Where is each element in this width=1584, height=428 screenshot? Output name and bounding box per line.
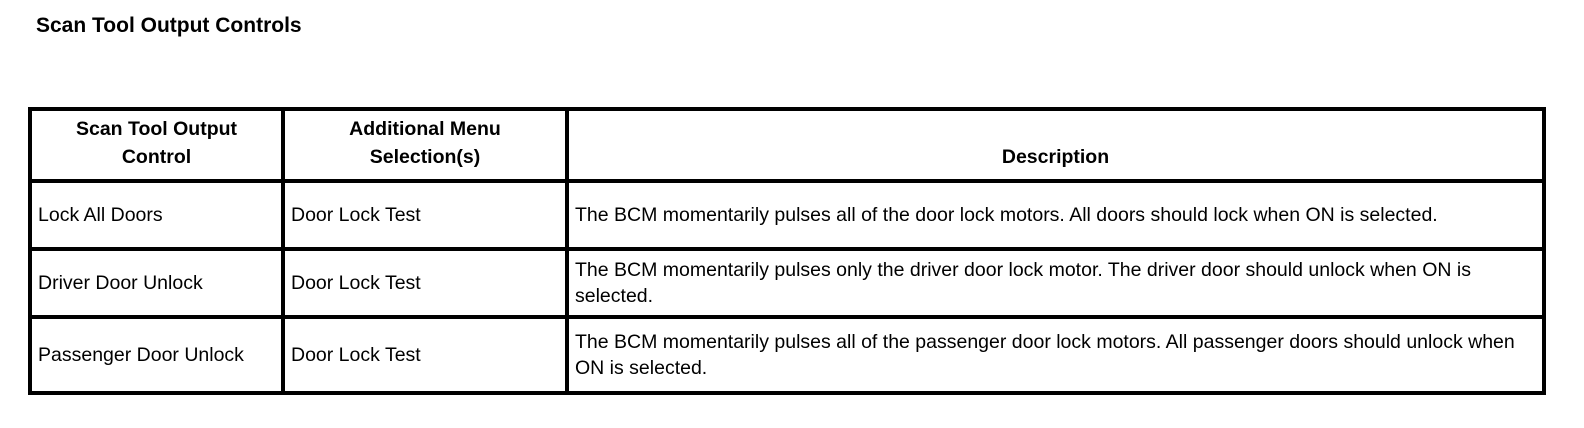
- cell-menu-selection: Door Lock Test: [281, 179, 569, 251]
- table-row: Passenger Door Unlock Door Lock Test The…: [28, 315, 1546, 395]
- scan-tool-output-controls-table: Scan Tool Output Control Additional Menu…: [28, 107, 1546, 395]
- table-row: Lock All Doors Door Lock Test The BCM mo…: [28, 179, 1546, 251]
- column-header-scan-tool-output-control: Scan Tool Output Control: [28, 107, 285, 183]
- document-page: Scan Tool Output Controls Scan Tool Outp…: [0, 14, 1584, 395]
- table-header-row: Scan Tool Output Control Additional Menu…: [28, 107, 1546, 183]
- table-row: Driver Door Unlock Door Lock Test The BC…: [28, 247, 1546, 319]
- column-header-description: Description: [565, 107, 1546, 183]
- cell-control: Lock All Doors: [28, 179, 285, 251]
- cell-control: Driver Door Unlock: [28, 247, 285, 319]
- cell-description: The BCM momentarily pulses all of the pa…: [565, 315, 1546, 395]
- column-header-additional-menu-selections: Additional Menu Selection(s): [281, 107, 569, 183]
- cell-menu-selection: Door Lock Test: [281, 315, 569, 395]
- cell-control: Passenger Door Unlock: [28, 315, 285, 395]
- cell-description: The BCM momentarily pulses all of the do…: [565, 179, 1546, 251]
- page-title: Scan Tool Output Controls: [36, 14, 302, 37]
- cell-menu-selection: Door Lock Test: [281, 247, 569, 319]
- cell-description: The BCM momentarily pulses only the driv…: [565, 247, 1546, 319]
